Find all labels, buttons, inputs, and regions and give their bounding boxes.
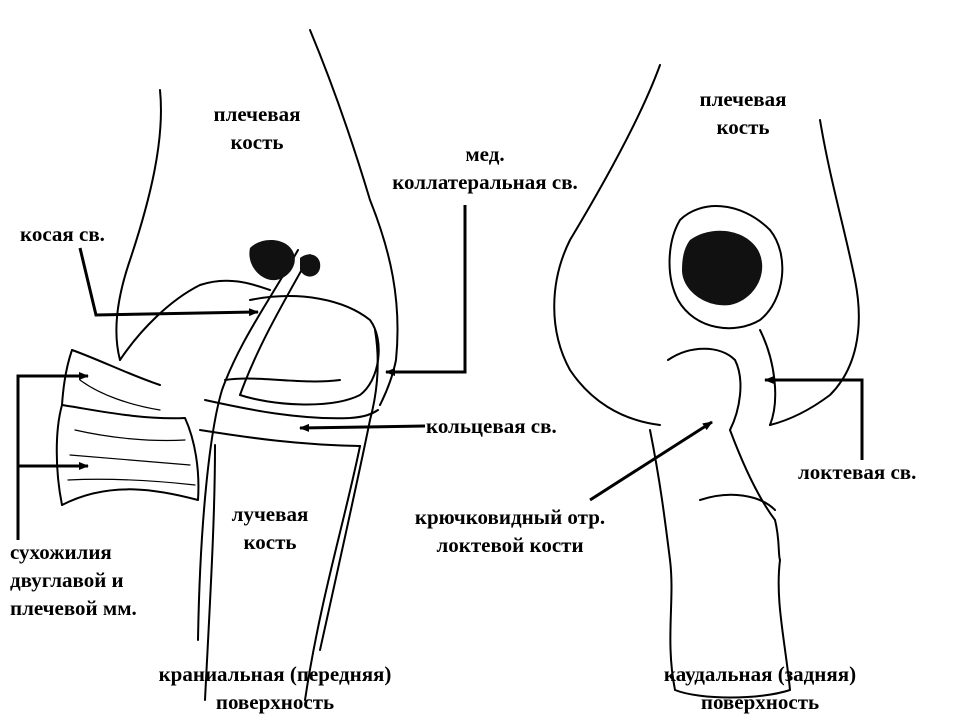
humerus-shaft-left — [115, 89, 162, 361]
oblique-ligament-label: косая св. — [20, 222, 105, 246]
radius-shaft-right — [304, 445, 361, 701]
caudal-humerus-label: плечевая кость — [699, 87, 787, 139]
caudal-fossa-shadow — [682, 230, 763, 306]
leader-lines — [16, 205, 864, 540]
annular-ligament-label: кольцевая св. — [426, 414, 557, 438]
cranial-humerus-label: плечевая кость — [213, 102, 301, 154]
radius-shaft-left — [204, 444, 216, 701]
cranial-surface-caption: краниальная (передняя) поверхность — [158, 662, 392, 714]
caudal-surface-caption: каудальная (задняя) поверхность — [663, 662, 857, 714]
cranial-fossa-shadow — [249, 239, 295, 281]
humerus-shaft-right — [309, 29, 399, 406]
caudal-elbow-drawing — [553, 64, 860, 699]
tendons-label: сухожилия двуглавой и плечевой мм. — [10, 540, 137, 620]
medial-collateral-ligament-label: мед. коллатеральная св. — [392, 142, 578, 194]
coronoid-process-label: крючковидный отр. локтевой кости — [414, 505, 606, 557]
ulnar-ligament-label: локтевая св. — [798, 460, 917, 484]
cranial-radius-label: лучевая кость — [231, 502, 309, 554]
